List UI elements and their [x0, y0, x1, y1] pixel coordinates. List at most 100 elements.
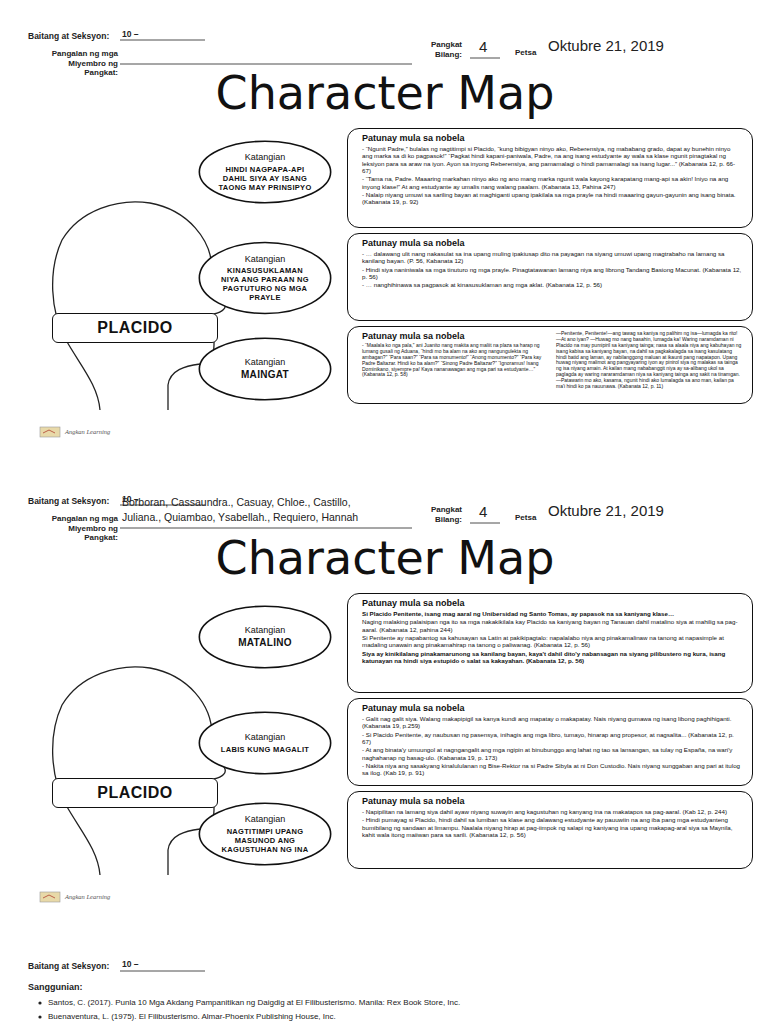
trait-text: LABIS KUNG MAGALIT — [217, 745, 313, 754]
bullet — [38, 1001, 41, 1004]
evidence-quote: - “Maalala ko nga pala,” ani Juanito nan… — [362, 343, 548, 378]
evidence-quote: - Galit nag galit siya. Walang makapipig… — [362, 715, 742, 730]
evidence-quote: - “Tama na, Padre. Maaaring markahan nin… — [362, 175, 742, 190]
trait-text: HINDI NAGPAPA-API DAHIL SIYA AY ISANG TA… — [217, 165, 313, 192]
box-heading: Patunay mula sa nobela — [362, 133, 742, 143]
text-column: Patunay mula sa nobela - “Maalala ko nga … — [362, 331, 548, 391]
box-heading: Patunay mula sa nobela — [362, 796, 742, 806]
ellipse-outline — [198, 337, 332, 401]
trait-label: Katangian — [217, 814, 313, 825]
evidence-quote: - Nakita niya ang sasakyang kinalululana… — [362, 762, 742, 777]
evidence-box: Patunay mula sa nobela - “Ngunit Padre,” … — [347, 128, 753, 228]
node-content: KatangianMAINGAT — [217, 357, 313, 382]
trait-label: Katangian — [217, 254, 313, 265]
ellipse-outline — [199, 803, 330, 864]
underline — [470, 58, 500, 59]
underline — [120, 40, 205, 41]
field-value: 10 – — [122, 29, 139, 39]
character-name-box: PLACIDO — [52, 778, 218, 808]
evidence-quote: - “Ngunit Padre,” bulalas ng nagtitimpi … — [362, 145, 742, 174]
bullet — [38, 1015, 41, 1018]
text-column: —Penitente, Penitente!—ang tawag sa kani… — [556, 331, 742, 391]
field-label: Baitang at Seksyon: — [28, 31, 109, 41]
evidence-box: Patunay mula sa nobela - “Maalala ko nga … — [347, 326, 753, 404]
node-content: PLACIDO — [97, 319, 173, 337]
trait-label: Katangian — [217, 625, 313, 636]
ellipse-outline — [198, 711, 332, 775]
box-heading: Patunay mula sa nobela — [362, 598, 742, 608]
node-content: Patunay mula sa nobela- Napipilitan na l… — [362, 796, 742, 838]
ellipse-outline — [199, 606, 330, 667]
worksheet-title: Character Map — [210, 66, 560, 121]
node-content: KatangianMATALINO — [217, 625, 313, 650]
ellipse-outline — [199, 712, 330, 773]
logo-icon — [40, 427, 60, 437]
field-value: Oktubre 21, 2019 — [548, 37, 664, 55]
field-value: 4 — [479, 503, 487, 521]
field-label: Pangalan ng mga Miyembro ng Pangkat: — [36, 49, 118, 78]
box-heading: Patunay mula sa nobela — [362, 331, 548, 341]
node-content: Patunay mula sa nobela - Galit nag galit … — [362, 703, 742, 777]
character-name-box: PLACIDO — [52, 313, 218, 343]
node-content: Patunay mula sa nobela - … dalawang ulit … — [362, 238, 742, 289]
node-content: KatangianNAGTITIMPI UPANG MASUNOD ANG KA… — [217, 814, 313, 854]
evidence-box: Patunay mula sa nobela Si Placido Peniten… — [347, 593, 753, 693]
underline — [120, 971, 205, 972]
member-names: Borboran, Cassaundra., Casuay, Chloe., C… — [122, 495, 382, 525]
underline — [470, 523, 500, 524]
node-content: Patunay mula sa nobela Si Placido Peniten… — [362, 598, 742, 664]
trait-text: KINASUSUKLAMAN NIYA ANG PARAAN NG PAGTUT… — [217, 266, 313, 302]
sheet-three-art — [38, 971, 205, 1019]
trait-label: Katangian — [217, 152, 313, 163]
node-content: PLACIDO — [97, 784, 173, 802]
trait-ellipse: KatangianMAINGAT — [198, 337, 332, 401]
logo-icon — [43, 895, 55, 898]
node-content: KatangianKINASUSUKLAMAN NIYA ANG PARAAN … — [217, 254, 313, 303]
evidence-box: Patunay mula sa nobela - Galit nag galit … — [347, 698, 753, 786]
box-heading: Patunay mula sa nobela — [362, 703, 742, 713]
trait-text: MAINGAT — [217, 369, 313, 381]
evidence-quote: - … dalawang ulit nang nakasulat sa ina … — [362, 250, 742, 265]
evidence-quote: - Hindi siya naniniwala sa mga tinuturo … — [362, 266, 742, 281]
evidence-quote: - Hindi pumayag si Placido, hindi dahil … — [362, 816, 742, 838]
ellipse-outline — [198, 605, 332, 669]
node-content: KatangianHINDI NAGPAPA-API DAHIL SIYA AY… — [217, 152, 313, 192]
head-silhouette — [53, 202, 226, 410]
trait-label: Katangian — [217, 357, 313, 368]
evidence-quote: - At ang binata'y umuungol at nagngangal… — [362, 746, 742, 761]
evidence-quote: - Si Placido Penitente, ay naubusan ng p… — [362, 731, 742, 746]
node-content: KatangianLABIS KUNG MAGALIT — [217, 732, 313, 754]
field-label: Petsa — [515, 513, 536, 523]
logo-text: Angkan Learning — [65, 893, 110, 901]
field-label: Pangkat Bilang: — [414, 505, 462, 524]
head-silhouette — [53, 667, 226, 875]
evidence-box: Patunay mula sa nobela- Napipilitan na l… — [347, 791, 753, 869]
field-value: 10 – — [122, 959, 139, 969]
underline — [120, 64, 412, 65]
trait-ellipse: KatangianLABIS KUNG MAGALIT — [198, 711, 332, 775]
field-label: Baitang at Seksyon: — [28, 496, 109, 506]
box-heading: Patunay mula sa nobela — [362, 238, 742, 248]
evidence-quote: Si Placido Penitente, isang mag aaral ng… — [362, 610, 742, 617]
character-name: PLACIDO — [97, 319, 173, 337]
trait-ellipse: KatangianMATALINO — [198, 605, 332, 669]
trait-ellipse: KatangianHINDI NAGPAPA-API DAHIL SIYA AY… — [198, 140, 332, 204]
field-value: 4 — [479, 38, 487, 56]
evidence-box: Patunay mula sa nobela - … dalawang ulit … — [347, 233, 753, 321]
trait-label: Katangian — [217, 732, 313, 743]
node-content: Patunay mula sa nobela - “Maalala ko nga … — [362, 331, 742, 391]
trait-ellipse: KatangianKINASUSUKLAMAN NIYA ANG PARAAN … — [198, 241, 332, 315]
field-label: Pangkat Bilang: — [414, 40, 462, 59]
character-name: PLACIDO — [97, 784, 173, 802]
trait-ellipse: KatangianNAGTITIMPI UPANG MASUNOD ANG KA… — [198, 802, 332, 866]
worksheet-title: Character Map — [210, 531, 560, 586]
field-value: Oktubre 21, 2019 — [548, 502, 664, 520]
evidence-quote: Naging malaking palaisipan nga ito sa mg… — [362, 618, 742, 633]
section-heading: Sanggunian: — [28, 982, 83, 993]
field-label: Pangalan ng mga Miyembro ng Pangkat: — [36, 514, 118, 543]
evidence-quote: Siya ay kinikilalang pinakamarunong sa k… — [362, 650, 742, 665]
logo-icon — [43, 430, 55, 433]
node-content: Patunay mula sa nobela - “Ngunit Padre,” … — [362, 133, 742, 206]
trait-text: NAGTITIMPI UPANG MASUNOD ANG KAGUSTUHAN … — [217, 827, 313, 854]
